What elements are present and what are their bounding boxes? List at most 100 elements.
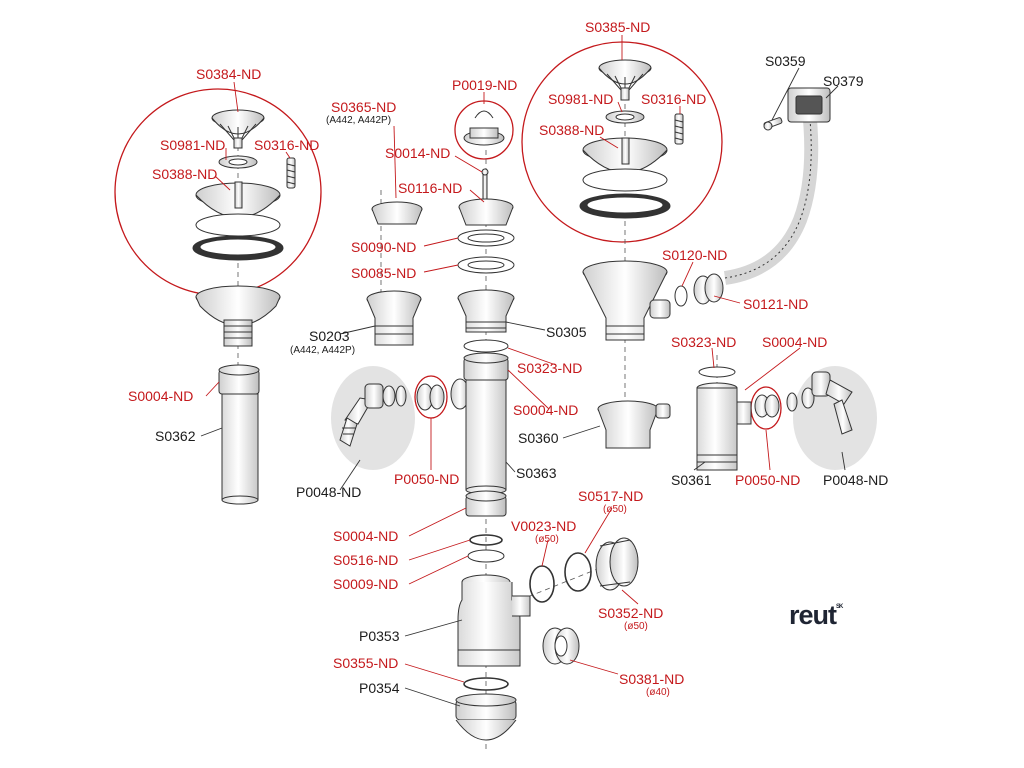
label-s0121: S0121-ND	[743, 296, 809, 312]
brand-name: reut	[789, 600, 837, 630]
part-s0316-screw-left	[286, 157, 296, 189]
label-s0316-right: S0316-ND	[641, 91, 707, 107]
part-s0116-cup	[458, 198, 514, 226]
label-s0355: S0355-ND	[333, 655, 399, 671]
group-shade-right	[793, 366, 877, 470]
part-s0085-gasket	[457, 256, 515, 274]
part-s0981-seal-left	[218, 155, 258, 169]
label-s0388-left: S0388-ND	[152, 166, 218, 182]
label-p0019: P0019-ND	[452, 77, 518, 93]
label-s0323-right: S0323-ND	[671, 334, 737, 350]
label-s0316-left: S0316-ND	[254, 137, 320, 153]
part-p0048-hose-left	[339, 383, 396, 447]
group-shade-left	[331, 366, 415, 470]
label-s0305: S0305	[546, 324, 587, 340]
part-s0323-ring	[463, 339, 509, 353]
label-p0354: P0354	[359, 680, 400, 696]
label-s0009: S0009-ND	[333, 576, 399, 592]
part-s0352-nut	[595, 537, 639, 591]
part-s0004-nut-center	[463, 352, 509, 381]
label-s0360: S0360	[518, 430, 559, 446]
label-s0981-right: S0981-ND	[548, 91, 614, 107]
label-s0362: S0362	[155, 428, 196, 444]
part-s0388-flange-right	[579, 137, 671, 219]
part-p0354-cap	[455, 693, 517, 741]
part-p0050-adapter-right	[754, 392, 798, 418]
label-s0352-sub: (ø50)	[624, 621, 648, 632]
label-s0379: S0379	[823, 73, 864, 89]
part-overflow-bowl-right	[582, 260, 671, 341]
label-s0004-left: S0004-ND	[128, 388, 194, 404]
brand-logo: reutSK	[789, 600, 843, 631]
label-s0085: S0085-ND	[351, 265, 417, 281]
label-s0004-center: S0004-ND	[513, 402, 579, 418]
label-s0381-sub: (ø40)	[646, 687, 670, 698]
label-s0014: S0014-ND	[385, 145, 451, 161]
label-s0517-sub: (ø50)	[603, 504, 627, 515]
part-s0316-screw-right	[674, 113, 684, 145]
part-s0004-nut-left	[218, 364, 260, 395]
label-s0116: S0116-ND	[398, 180, 463, 196]
label-s0981-left: S0981-ND	[160, 137, 226, 153]
leader-lines	[205, 35, 801, 683]
label-s0388-right: S0388-ND	[539, 122, 605, 138]
part-s0361-tee	[696, 382, 752, 471]
part-s0121-nut	[693, 273, 724, 305]
part-s0203-body	[366, 290, 422, 346]
part-s0365-cup	[371, 201, 423, 225]
label-s0359: S0359	[765, 53, 806, 69]
label-s0203: S0203	[309, 328, 350, 344]
label-v0023-sub: (ø50)	[535, 534, 559, 545]
brand-suffix: SK	[836, 604, 843, 610]
part-s0981-seal-right	[605, 110, 645, 124]
part-strainer-body-left	[195, 285, 281, 347]
part-s0381-reducer	[542, 627, 580, 665]
part-s0517-ring	[564, 552, 592, 592]
label-s0381: S0381-ND	[619, 671, 685, 687]
part-s0014-pin	[481, 168, 489, 205]
label-p0050-center: P0050-ND	[394, 471, 460, 487]
label-s0323-center: S0323-ND	[517, 360, 583, 376]
label-p0050-right: P0050-ND	[735, 472, 801, 488]
part-s0384-basket-left	[211, 109, 265, 149]
part-v0023-ring	[529, 565, 555, 603]
part-p0048-hose-right	[801, 371, 853, 435]
part-s0004-nut-bottom	[465, 490, 507, 517]
part-s0090-gasket	[457, 229, 515, 247]
part-s0362-tube-left	[221, 393, 259, 505]
part-p0019-plug	[463, 110, 505, 146]
label-p0048-left: P0048-ND	[296, 484, 362, 500]
part-s0355-ring	[463, 677, 509, 691]
label-s0365-sub: (A442, A442P)	[326, 115, 392, 126]
part-s0379-overflow-hose	[723, 87, 831, 285]
label-s0004-bottom: S0004-ND	[333, 528, 399, 544]
part-s0388-flange-left	[192, 181, 284, 261]
label-p0353: P0353	[359, 628, 400, 644]
label-s0384: S0384-ND	[196, 66, 262, 82]
label-s0363: S0363	[516, 465, 557, 481]
part-s0385-basket-right	[598, 59, 652, 101]
leader-lines-black	[200, 67, 846, 707]
part-s0305-body	[457, 289, 515, 333]
part-s0363-tee-tube	[465, 379, 507, 495]
part-s0360-body	[597, 400, 671, 449]
part-p0353-siphon-body	[457, 574, 531, 667]
label-s0352: S0352-ND	[598, 605, 664, 621]
label-s0090: S0090-ND	[351, 239, 417, 255]
label-s0517: S0517-ND	[578, 488, 644, 504]
part-p0050-adapter-left	[395, 378, 470, 411]
label-s0004-right: S0004-ND	[762, 334, 828, 350]
label-v0023: V0023-ND	[511, 518, 577, 534]
label-p0048-right: P0048-ND	[823, 472, 889, 488]
label-s0516: S0516-ND	[333, 552, 399, 568]
part-s0323-ring-right	[698, 366, 736, 378]
label-s0120: S0120-ND	[662, 247, 728, 263]
label-s0385: S0385-ND	[585, 19, 651, 35]
part-s0009-ring	[467, 549, 505, 563]
label-s0365: S0365-ND	[331, 99, 397, 115]
label-s0361: S0361	[671, 472, 712, 488]
label-s0203-sub: (A442, A442P)	[290, 345, 356, 356]
part-s0120-ring	[674, 285, 688, 307]
part-s0359-screw	[763, 117, 783, 131]
